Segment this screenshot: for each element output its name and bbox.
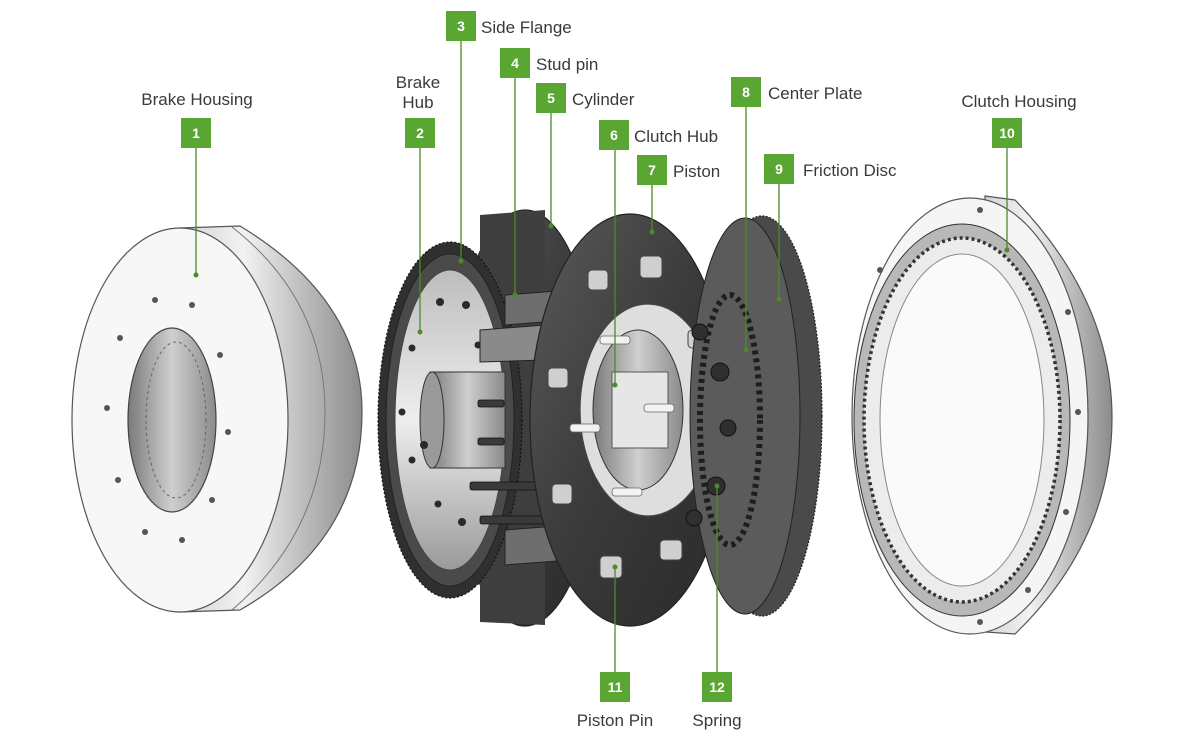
label-clutch-hub: Clutch Hub — [634, 127, 718, 146]
badge-2-number: 2 — [416, 125, 424, 141]
badge-1 — [181, 118, 211, 148]
label-stud-pin: Stud pin — [536, 55, 598, 74]
callout-10: Clutch Housing 10 — [961, 92, 1077, 148]
label-cylinder: Cylinder — [572, 90, 635, 109]
badge-2 — [405, 118, 435, 148]
badge-5 — [536, 83, 566, 113]
badge-1-number: 1 — [192, 125, 200, 141]
callout-6: 6 Clutch Hub — [599, 120, 718, 150]
brake-housing-drawing — [71, 225, 363, 613]
callout-2: Brake Hub 2 — [396, 73, 440, 148]
leader-lines — [193, 41, 1010, 672]
badge-3 — [446, 11, 476, 41]
badge-9 — [764, 154, 794, 184]
label-clutch-housing: Clutch Housing — [961, 92, 1076, 111]
badge-11 — [600, 672, 630, 702]
label-side-flange: Side Flange — [481, 18, 572, 37]
callout-4: 4 Stud pin — [500, 48, 598, 78]
center-plate-friction-disc-drawing — [685, 215, 823, 617]
label-brake-hub-line-2: Hub — [402, 93, 433, 112]
badge-5-number: 5 — [547, 90, 555, 106]
badge-10-number: 10 — [999, 125, 1015, 141]
badge-10 — [992, 118, 1022, 148]
callout-1: Brake Housing 1 — [141, 90, 253, 148]
clutch-housing-drawing — [851, 195, 1113, 635]
callout-3: 3 Side Flange — [446, 11, 572, 41]
label-piston: Piston — [673, 162, 720, 181]
badge-8 — [731, 77, 761, 107]
label-center-plate: Center Plate — [768, 84, 863, 103]
callout-5: 5 Cylinder — [536, 83, 635, 113]
piston-clutch-hub-drawing — [529, 213, 731, 627]
callout-8: 8 Center Plate — [731, 77, 863, 107]
badge-12-number: 12 — [709, 679, 725, 695]
callout-7: 7 Piston — [637, 155, 720, 185]
badge-3-number: 3 — [457, 18, 465, 34]
label-piston-pin: Piston Pin — [577, 711, 654, 730]
badge-8-number: 8 — [742, 84, 750, 100]
callout-11: 11 Piston Pin — [577, 672, 654, 730]
badge-12 — [702, 672, 732, 702]
label-brake-hub-line-1: Brake — [396, 73, 440, 92]
badge-11-number: 11 — [608, 679, 623, 695]
label-spring: Spring — [692, 711, 741, 730]
callout-12: 12 Spring — [692, 672, 742, 730]
badge-9-number: 9 — [775, 161, 783, 177]
label-brake-housing: Brake Housing — [141, 90, 253, 109]
badge-6 — [599, 120, 629, 150]
badge-4 — [500, 48, 530, 78]
badge-7-number: 7 — [648, 162, 656, 178]
callout-9: 9 Friction Disc — [764, 154, 897, 184]
badge-6-number: 6 — [610, 127, 618, 143]
badge-7 — [637, 155, 667, 185]
badge-4-number: 4 — [511, 55, 519, 71]
label-friction-disc: Friction Disc — [803, 161, 897, 180]
